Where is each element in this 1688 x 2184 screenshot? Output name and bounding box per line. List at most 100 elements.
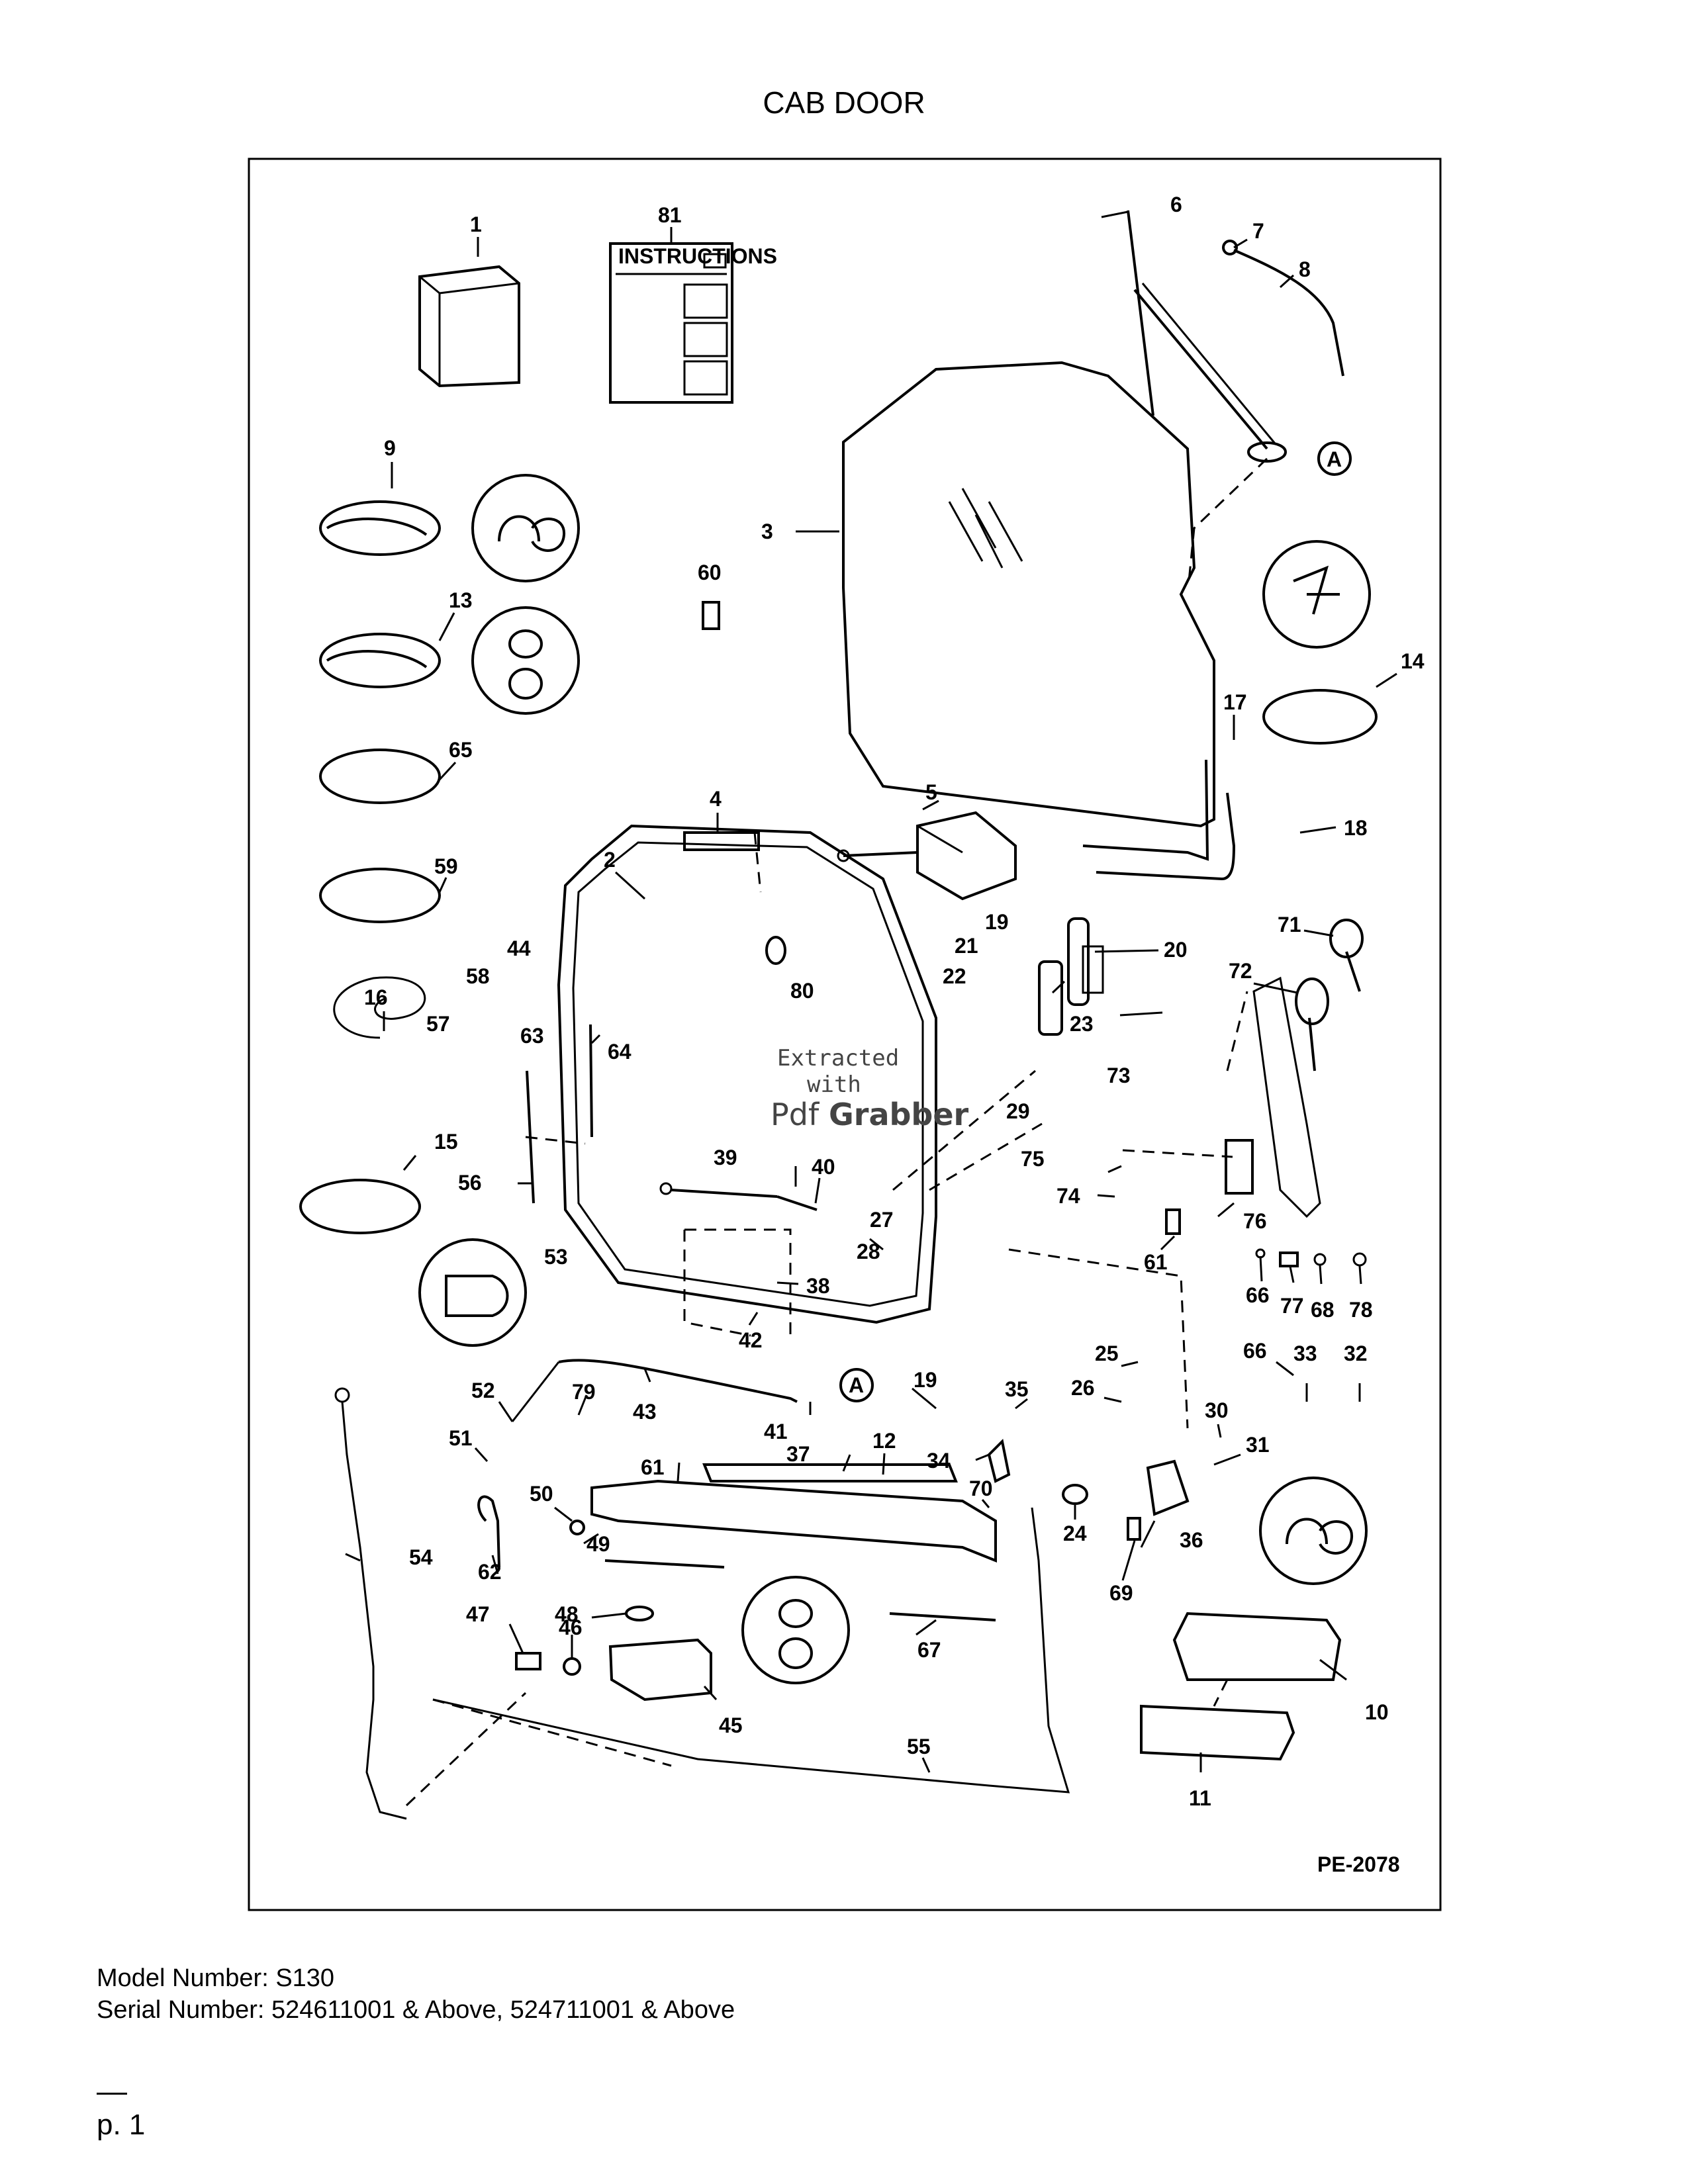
callout-a-bottom [839,1368,874,1402]
part-label-53: 53 [544,1245,568,1269]
part-label-7: 7 [1252,219,1264,243]
part-label-4: 4 [710,787,722,811]
part-label-56: 56 [458,1171,482,1195]
part-label-80: 80 [790,979,814,1003]
part-7-nozzle-icon [1222,240,1238,255]
part-label-57: 57 [426,1012,450,1036]
part-60-switch-icon [702,601,720,630]
part-label-66a: 66 [1246,1283,1270,1307]
part-label-11: 11 [1189,1786,1211,1810]
part-label-65: 65 [449,738,473,762]
part-label-12: 12 [872,1429,896,1453]
part-20-handle-icon [1067,917,1104,1006]
part-label-64: 64 [608,1040,632,1064]
part-label-28: 28 [857,1240,880,1263]
part-48-cap-icon [625,1606,654,1621]
part-2-door-frame-icon [557,824,937,1324]
part-71-handle-icon [1329,919,1364,992]
parts-diagram: INSTRUCTIONS A [248,158,1442,1911]
part-label-46-visible: 46 [559,1615,583,1639]
part-label-3: 3 [761,520,773,543]
part-label-24: 24 [1063,1522,1087,1545]
part-label-69: 69 [1109,1581,1133,1605]
part-46-grommet-icon [563,1657,581,1676]
part-label-25: 25 [1095,1342,1119,1365]
part-17-strip-icon [1082,759,1209,861]
part-67-strip-icon [889,1612,996,1621]
part-label-9: 9 [384,436,396,460]
part-4-plate-icon [683,831,760,851]
part-18-strip-icon [1096,792,1236,881]
part-label-71: 71 [1278,913,1301,936]
part-label-37: 37 [786,1442,810,1466]
watermark-brand-grabber: Grabber [829,1097,969,1132]
part-label-58: 58 [466,964,490,988]
part-label-31: 31 [1246,1433,1270,1457]
part-10-profile-icon [1259,1477,1368,1585]
part-label-40: 40 [812,1155,835,1179]
part-3-door-glass-icon [842,361,1215,828]
part-label-42: 42 [739,1328,763,1352]
part-label-21: 21 [955,934,978,958]
part-label-16: 16 [364,985,388,1009]
part-label-34: 34 [927,1449,951,1473]
part-14-seal-coil-icon [1262,540,1378,745]
part-label-5: 5 [925,780,937,804]
part-label-79: 79 [572,1380,596,1404]
part-11-bracket-icon [1140,1704,1295,1761]
part-label-77: 77 [1280,1294,1304,1318]
part-label-26: 26 [1071,1376,1095,1400]
part-label-13: 13 [449,588,473,612]
part-label-54: 54 [409,1545,433,1569]
part-label-18: 18 [1344,816,1368,840]
part-label-61b: 61 [641,1455,665,1479]
part-16-spring-coil-icon [333,976,426,1039]
part-label-52: 52 [471,1379,495,1402]
part-label-30: 30 [1205,1398,1229,1422]
part-1-kit-box-icon [418,265,520,388]
part-label-70: 70 [969,1477,993,1500]
part-label-60: 60 [698,561,722,584]
callout-a-top [1317,441,1352,476]
watermark-brand-pdf: Pdf [771,1097,820,1132]
part-55-cable-icon [432,1507,1070,1794]
part-6-wiper-icon [1127,210,1287,463]
part-label-67: 67 [917,1638,941,1662]
part-label-2: 2 [604,848,616,872]
part-label-1: 1 [470,212,482,236]
part-69-spring-icon [1127,1517,1141,1541]
part-label-75: 75 [1021,1147,1045,1171]
part-label-66b: 66 [1243,1339,1267,1363]
part-label-47: 47 [466,1602,490,1626]
part-label-68: 68 [1311,1298,1335,1322]
part-39-gas-strut-icon [659,1182,818,1211]
part-label-22: 22 [943,964,966,988]
part-62-hose-icon [477,1495,500,1568]
part-label-39: 39 [714,1146,737,1169]
part-label-32: 32 [1344,1342,1368,1365]
part-15-profile-icon [418,1238,527,1347]
part-label-29: 29 [1006,1099,1030,1123]
serial-number-line: Serial Number: 524611001 & Above, 524711… [97,1996,735,2024]
part-label-72: 72 [1229,959,1252,983]
part-label-20: 20 [1164,938,1188,962]
part-64-rod-icon [589,1024,593,1138]
part-label-15: 15 [434,1130,458,1154]
model-number-line: Model Number: S130 [97,1964,335,1992]
part-label-44: 44 [507,936,531,960]
part-15-seal-coil-icon [299,1179,421,1234]
part-76-latch-plate-icon [1252,976,1321,1218]
part-label-43: 43 [633,1400,657,1424]
part-number-labels: 1 81 6 7 8 9 3 60 13 14 17 65 5 18 4 2 5… [364,193,1425,1810]
part-label-55: 55 [907,1735,931,1758]
part-label-49: 49 [586,1532,610,1556]
part-label-35: 35 [1005,1377,1029,1401]
part-label-8: 8 [1299,257,1311,281]
part-65-seal-coil-icon [319,749,441,804]
diagram-ref-code: PE-2078 [1317,1852,1400,1876]
part-label-50: 50 [530,1482,553,1506]
part-8-washer-hose-icon [1233,249,1344,377]
part-13-seal-coil-icon [319,606,580,715]
page-title: CAB DOOR [763,85,925,120]
glass-glare-lines [948,488,1023,569]
